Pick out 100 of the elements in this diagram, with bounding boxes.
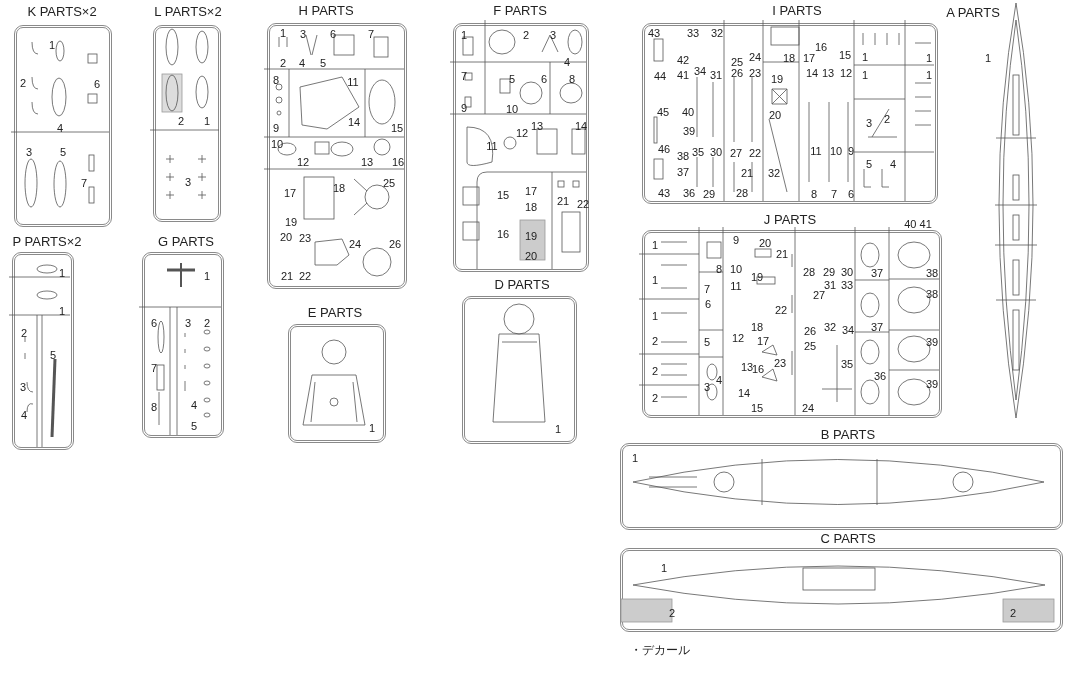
part-number: 20: [758, 237, 772, 249]
part-number: 10: [270, 138, 284, 150]
part-number: 1: [460, 29, 468, 41]
part-number: 1: [279, 27, 287, 39]
part-number: 7: [80, 177, 88, 189]
part-number: 17: [283, 187, 297, 199]
part-number: 4: [715, 374, 723, 386]
part-number: 40: [681, 106, 695, 118]
part-number: 38: [925, 288, 939, 300]
part-number: 2: [651, 365, 659, 377]
part-number: 11: [347, 76, 359, 88]
sprue-label: P PARTS×2: [12, 234, 82, 250]
part-number: 3: [299, 28, 307, 40]
part-number: 46: [657, 143, 671, 155]
part-number: 22: [774, 304, 788, 316]
part-number: 1: [925, 69, 933, 81]
part-number: 17: [524, 185, 538, 197]
part-number: 2: [19, 77, 27, 89]
sprue-label: B PARTS: [820, 427, 876, 443]
part-number: 3: [25, 146, 33, 158]
part-number: 2: [668, 607, 676, 619]
note-text: ・デカール: [630, 644, 690, 656]
part-number: 1: [651, 239, 659, 251]
part-number: 19: [750, 271, 764, 283]
part-number: 32: [767, 167, 781, 179]
part-number: 16: [496, 228, 510, 240]
part-number: 38: [676, 150, 690, 162]
part-number: 2: [20, 327, 28, 339]
part-number: 4: [298, 57, 306, 69]
part-number: 14: [574, 120, 588, 132]
part-number: 10: [729, 263, 743, 275]
part-number: 12: [731, 332, 745, 344]
part-number: 3: [703, 381, 711, 393]
part-number: 22: [298, 270, 312, 282]
part-number: 25: [730, 56, 744, 68]
part-number: 37: [870, 321, 884, 333]
part-number: 3: [184, 317, 192, 329]
sprue-label: J PARTS: [763, 212, 817, 228]
part-number: 18: [332, 182, 346, 194]
part-number: 8: [715, 263, 723, 275]
part-number: 2: [522, 29, 530, 41]
part-number: 17: [756, 335, 770, 347]
part-number: 5: [59, 146, 67, 158]
part-number: 3: [184, 176, 192, 188]
part-number: 8: [272, 74, 280, 86]
sprue-label: G PARTS: [158, 234, 214, 250]
part-number: 39: [925, 378, 939, 390]
part-number: 25: [803, 340, 817, 352]
part-number: 18: [524, 201, 538, 213]
sprue-label: E PARTS: [307, 305, 363, 321]
sprue-label: L PARTS×2: [154, 4, 222, 20]
part-number: 41: [676, 69, 690, 81]
part-number: 9: [732, 234, 740, 246]
part-number: 29: [702, 188, 716, 200]
sprue-label: H PARTS: [298, 3, 354, 19]
part-number: 11: [486, 140, 498, 152]
part-number: 43: [647, 27, 661, 39]
part-number: 26: [388, 238, 402, 250]
part-number: 9: [272, 122, 280, 134]
part-number: 4: [56, 122, 64, 134]
sprue-label: A PARTS: [946, 5, 1000, 21]
part-number: 7: [367, 28, 375, 40]
part-number: 7: [703, 283, 711, 295]
part-number: 15: [496, 189, 510, 201]
part-number: 5: [865, 158, 873, 170]
part-number: 16: [814, 41, 828, 53]
part-number: 4: [190, 399, 198, 411]
part-number: 7: [830, 188, 838, 200]
part-number: 1: [554, 423, 562, 435]
part-number: 35: [840, 358, 854, 370]
part-number: 44: [653, 70, 667, 82]
part-number: 14: [737, 387, 751, 399]
part-number: 13: [530, 120, 544, 132]
part-number: 21: [556, 195, 570, 207]
part-number: 13: [360, 156, 374, 168]
part-number: 11: [810, 145, 822, 157]
part-number: 19: [524, 230, 538, 242]
sprue-label: K PARTS×2: [27, 4, 97, 20]
part-number: 2: [651, 392, 659, 404]
part-number: 1: [203, 270, 211, 282]
part-number: 37: [676, 166, 690, 178]
part-number: 4: [20, 409, 28, 421]
part-number: 5: [319, 57, 327, 69]
part-number: 2: [1009, 607, 1017, 619]
part-number: 13: [740, 361, 754, 373]
part-number: 17: [802, 52, 816, 64]
part-number: 6: [847, 188, 855, 200]
sprue-label: C PARTS: [820, 531, 876, 547]
part-number: 1: [984, 52, 992, 64]
part-number: 1: [861, 51, 869, 63]
part-number: 12: [515, 127, 529, 139]
part-number: 6: [150, 317, 158, 329]
part-number: 6: [704, 298, 712, 310]
part-number: 1: [651, 310, 659, 322]
part-number: 11: [730, 280, 742, 292]
part-number: 20: [768, 109, 782, 121]
part-number: 1: [660, 562, 668, 574]
part-number: 39: [682, 125, 696, 137]
part-number: 42: [676, 54, 690, 66]
part-number: 40 41: [904, 218, 932, 230]
